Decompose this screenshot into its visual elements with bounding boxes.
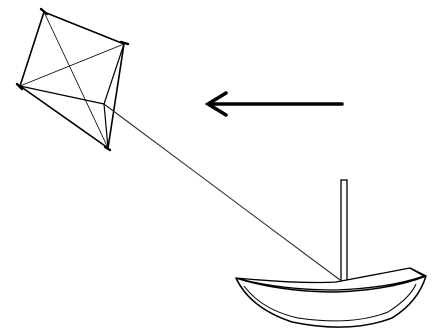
kite-inner-frame bbox=[19, 43, 125, 105]
mast bbox=[340, 179, 348, 287]
kite-line-second bbox=[105, 105, 343, 282]
kite bbox=[15, 7, 130, 152]
kite-spar-horizontal bbox=[19, 43, 125, 87]
kite-bridle bbox=[103, 103, 109, 149]
kite-corner-caps bbox=[15, 7, 130, 152]
boat-hull bbox=[235, 267, 427, 328]
wind-arrow-icon bbox=[204, 91, 344, 117]
kite-spar-vertical bbox=[43, 11, 109, 149]
